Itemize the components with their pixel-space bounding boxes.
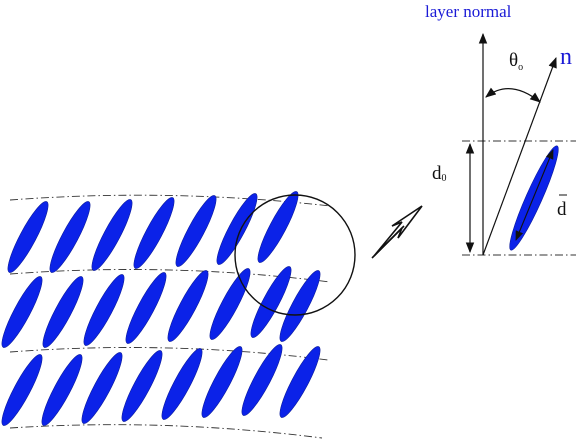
zoomed-detail xyxy=(462,32,576,256)
molecule xyxy=(81,352,123,424)
molecule xyxy=(7,201,49,273)
tilt-angle-arc xyxy=(485,87,541,103)
tilt-angle-subscript: o xyxy=(518,62,523,73)
reduced-spacing-symbol: d xyxy=(557,199,567,220)
layer-spacing-label: d0 xyxy=(432,163,447,184)
molecule-layers xyxy=(1,191,321,426)
layer-boundary-3 xyxy=(9,347,329,361)
molecule xyxy=(41,354,83,426)
molecule xyxy=(279,346,321,418)
molecule xyxy=(175,195,217,267)
layer-boundaries xyxy=(9,194,331,439)
hollow-arrow-icon xyxy=(371,205,423,259)
molecule-detail xyxy=(509,145,559,251)
molecule xyxy=(161,348,203,420)
layer-spacing-symbol: d xyxy=(432,163,442,184)
molecule xyxy=(250,266,292,338)
molecule xyxy=(133,197,175,269)
molecule xyxy=(201,346,243,418)
molecule xyxy=(1,276,43,348)
molecule xyxy=(1,354,43,426)
molecule-length-arrow xyxy=(515,149,554,241)
molecule xyxy=(216,193,258,265)
molecule xyxy=(83,274,125,346)
molecule xyxy=(241,344,283,416)
layer-boundary-1 xyxy=(9,194,331,207)
reduced-spacing-label: d xyxy=(557,194,567,220)
tilt-angle-symbol: θ xyxy=(509,50,518,71)
tilt-angle-label: θo xyxy=(509,50,523,73)
molecule xyxy=(49,201,91,273)
layer-boundary-2 xyxy=(9,269,331,283)
molecule xyxy=(167,270,209,342)
molecule xyxy=(91,199,133,271)
molecule xyxy=(121,350,163,422)
molecule xyxy=(125,272,167,344)
layer-boundary-4 xyxy=(9,424,323,439)
molecule xyxy=(279,270,321,342)
director-label: n xyxy=(560,44,572,70)
molecule xyxy=(257,191,299,263)
magnifier-circle-icon xyxy=(234,194,356,316)
molecule xyxy=(42,276,84,348)
layer-normal-label: layer normal xyxy=(425,2,512,21)
molecule xyxy=(209,268,251,340)
layer-spacing-subscript: 0 xyxy=(442,173,447,184)
